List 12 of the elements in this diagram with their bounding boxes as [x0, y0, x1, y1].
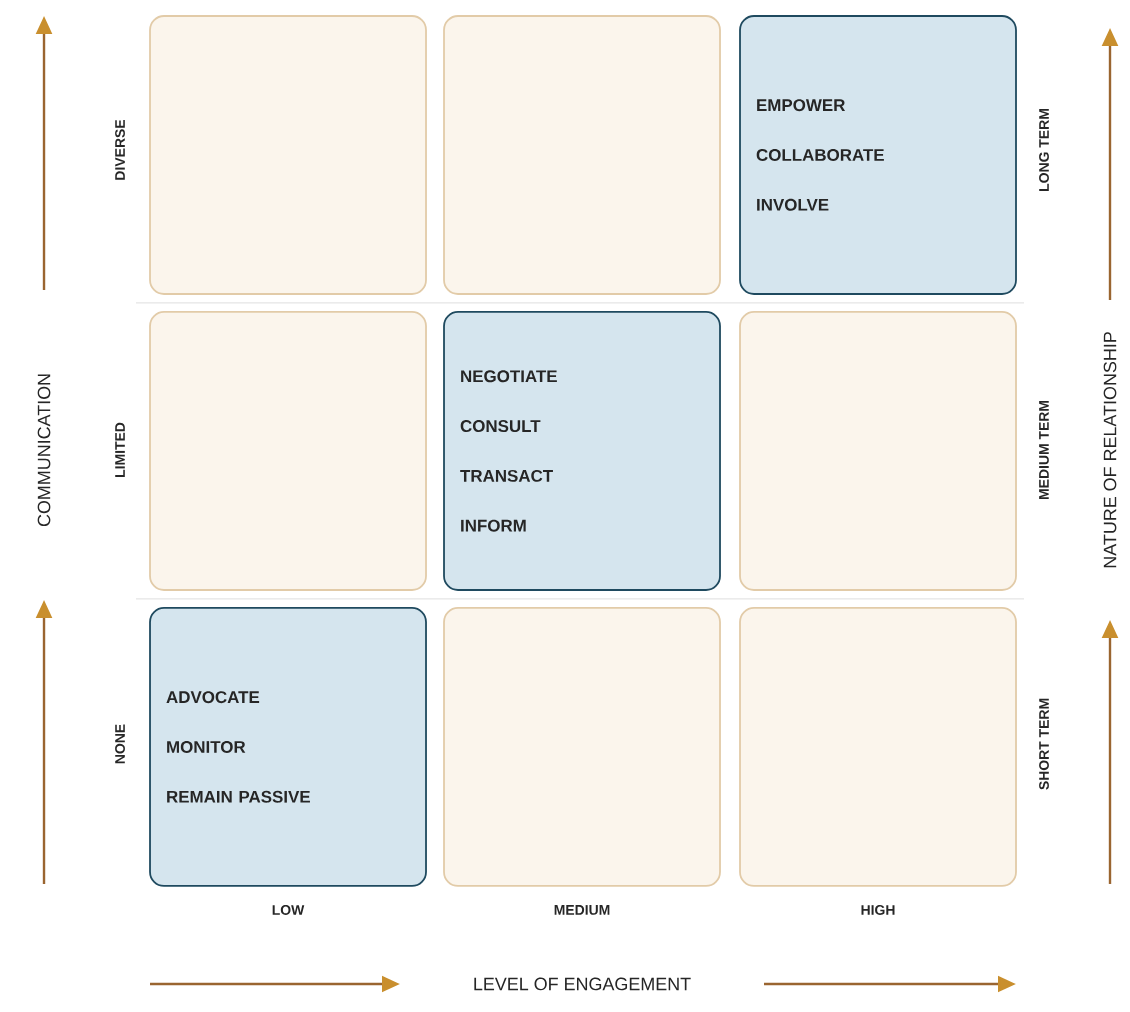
empty-box: [443, 15, 721, 295]
axis-title: NATURE OF RELATIONSHIP: [1097, 325, 1123, 575]
empty-box: [443, 607, 721, 887]
empty-box: [739, 607, 1017, 887]
strategy-box: EMPOWER COLLABORATE INVOLVE: [739, 15, 1017, 295]
strategy-box: NEGOTIATE CONSULT TRANSACT INFORM: [443, 311, 721, 591]
axis-title: LEVEL OF ENGAGEMENT: [466, 971, 698, 997]
axis-title: COMMUNICATION: [31, 366, 57, 533]
empty-box: [149, 15, 427, 295]
strategy-box: ADVOCATE MONITOR REMAIN PASSIVE: [149, 607, 427, 887]
empty-box: [149, 311, 427, 591]
empty-box: [739, 311, 1017, 591]
